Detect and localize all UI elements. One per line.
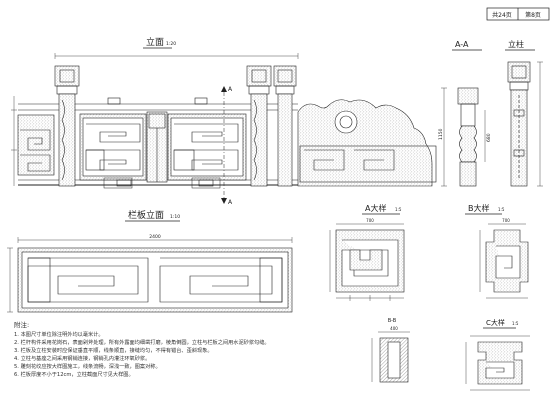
section-aa-title: A-A <box>455 40 469 49</box>
section-marks: A A <box>221 86 233 206</box>
detail-b-title: B大样 <box>468 203 490 213</box>
post-left <box>54 65 80 187</box>
note-item: 1. 本图尺寸单位除注明外均以毫米计。 <box>14 332 104 338</box>
section-mark-bottom: A <box>228 199 233 206</box>
post-right <box>246 65 272 187</box>
title-block-page-count: 共24页 <box>492 11 512 19</box>
elevation-scale: 1:20 <box>166 41 176 47</box>
section-bb: B-B 400 <box>371 318 410 383</box>
title-block-page-number: 第8页 <box>525 11 541 19</box>
note-item: 6. 栏板厚度不小于12cm，立柱截面尺寸见大样图。 <box>14 372 134 378</box>
detail-c-title: C大样 <box>486 318 505 327</box>
title-block: 共24页 第8页 <box>486 7 550 21</box>
detail-b-top-dim: 700 <box>502 218 510 223</box>
panel-elevation: 栏板立面 1:10 2400 <box>7 209 293 313</box>
post-center <box>146 111 168 183</box>
notes-heading: 附注: <box>14 321 30 329</box>
note-item: 4. 立柱与基座之间采用钢销连接，钢销孔内灌注环氧砂浆。 <box>14 356 151 362</box>
detail-a: A大样 1:5 700 <box>329 203 405 301</box>
column-title: 立柱 <box>508 39 524 49</box>
section-bb-title: B-B <box>388 318 397 324</box>
elevation-title: 立面 <box>146 36 164 48</box>
elevation-bottom-details <box>103 177 221 189</box>
detail-b-scale: 1:5 <box>498 207 505 212</box>
panel-elevation-title: 栏板立面 <box>128 209 164 221</box>
panel-width-dim: 2400 <box>149 234 161 240</box>
elevation-view: 立面 1:20 <box>11 36 437 187</box>
post-far-right <box>273 65 297 187</box>
section-aa-height: 1150 <box>438 128 444 140</box>
section-bb-width: 400 <box>390 326 398 331</box>
note-item: 2. 栏杆构件采用花岗石，表面剁斧处理，所有外露面均细凿打磨，棱角倒圆，立柱与栏… <box>14 340 270 346</box>
section-mark-top: A <box>228 86 233 93</box>
section-aa: A-A 1150 680 <box>438 40 492 187</box>
section-aa-mid-dim: 680 <box>486 133 492 142</box>
note-item: 5. 雕刻花纹应按大样图施工，线条流畅，深浅一致，图案对称。 <box>14 364 161 370</box>
detail-a-top-dim: 700 <box>366 218 374 223</box>
panel-elevation-scale: 1:10 <box>170 214 180 220</box>
detail-a-scale: 1:5 <box>395 207 402 212</box>
detail-c: C大样 1:5 <box>465 318 530 391</box>
note-item: 3. 栏板及立柱安装时应保证垂直平顺，线条顺直，接缝均匀，不得有错台、歪斜现象。 <box>14 348 213 354</box>
detail-c-scale: 1:5 <box>512 321 519 326</box>
detail-a-title: A大样 <box>365 203 386 213</box>
column-view: 立柱 <box>505 39 543 187</box>
detail-b: B大样 1:5 700 <box>465 203 529 299</box>
